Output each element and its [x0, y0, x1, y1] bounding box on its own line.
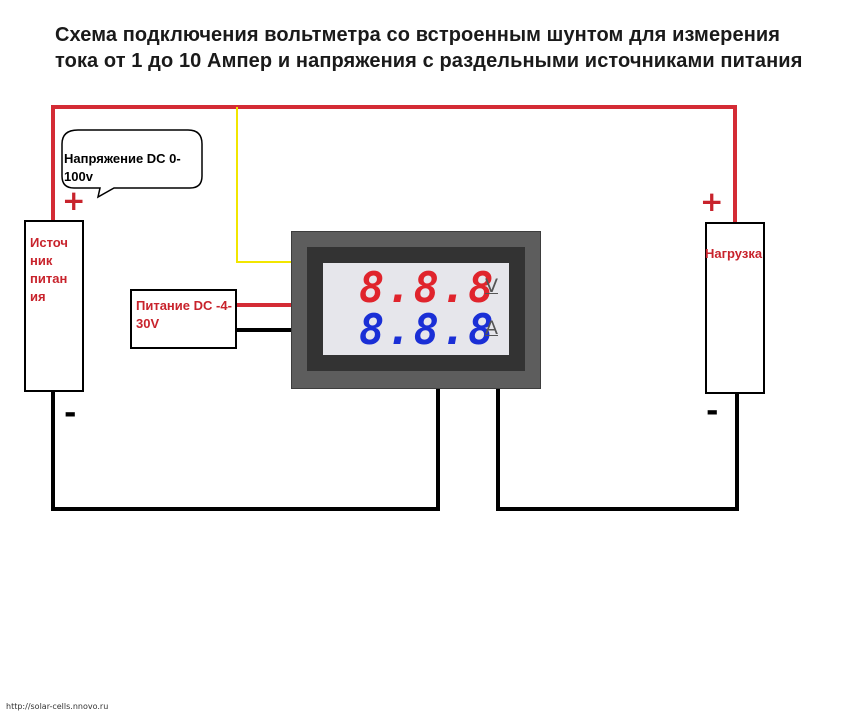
load-label: Нагрузка — [705, 246, 763, 261]
current-unit: A — [485, 317, 498, 339]
diagram-title: Схема подключения вольтметра со встроенн… — [55, 24, 803, 72]
power-source-label: Источ ник питан ия — [30, 235, 68, 304]
load-plus-sign: + — [700, 185, 724, 218]
voltage-readout: 8.8.8 — [359, 263, 496, 312]
power-source-box — [24, 220, 84, 392]
positive-wire — [51, 105, 737, 224]
voltage-note-text: Напряжение DC 0-100v — [64, 151, 181, 184]
source-minus-sign: - — [64, 396, 77, 431]
source-url: http://solar-cells.nnovo.ru — [6, 702, 109, 711]
load-box — [705, 222, 765, 394]
voltammeter-display: 8.8.8 V 8.8.8 A — [323, 263, 509, 355]
voltage-note-bubble — [61, 129, 203, 199]
meter-supply-box — [130, 289, 237, 349]
load-minus-sign: - — [706, 394, 719, 429]
current-readout: 8.8.8 — [359, 305, 496, 354]
load-negative-wire — [496, 388, 739, 511]
meter-supply-label: Питание DC -4-30V — [136, 298, 232, 331]
voltammeter: 8.8.8 V 8.8.8 A — [291, 231, 541, 389]
voltage-sense-wire — [236, 107, 292, 263]
voltammeter-bezel: 8.8.8 V 8.8.8 A — [307, 247, 525, 371]
voltage-unit: V — [485, 275, 498, 297]
source-negative-wire — [51, 388, 440, 511]
source-plus-sign: + — [62, 184, 86, 217]
